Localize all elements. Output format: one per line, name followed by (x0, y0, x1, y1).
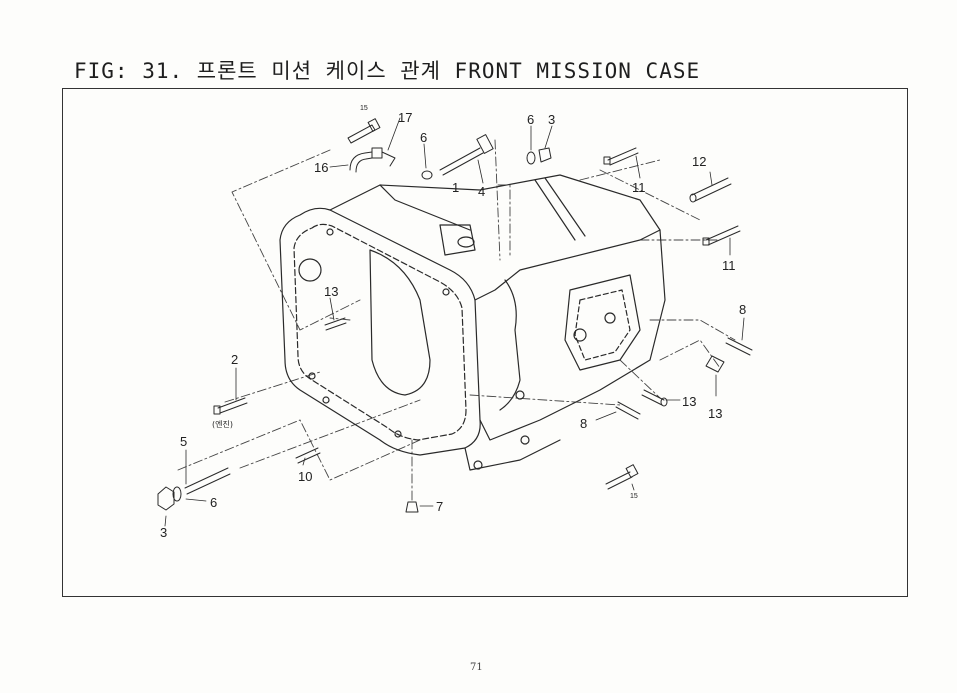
callout-15-top: 15 (360, 105, 368, 112)
callout-3-top: 3 (548, 112, 555, 127)
figure-title: FIG: 31. 프론트 미션 케이스 관계 FRONT MISSION CAS… (74, 59, 701, 83)
nut-3-top (538, 147, 552, 163)
callout-13-left: 13 (324, 284, 338, 299)
callout-15-lower: 15 (630, 493, 638, 500)
washer-6-right (526, 151, 536, 165)
callout-5: 5 (180, 434, 187, 449)
callout-2: 2 (231, 352, 238, 367)
parts (157, 118, 753, 513)
breather-12 (689, 177, 732, 203)
leader-lines (164, 117, 745, 527)
callout-1: 1 (452, 180, 459, 195)
bolt-5 (184, 467, 231, 495)
callout-16: 16 (314, 160, 328, 175)
callout-11-lower: 11 (722, 258, 736, 273)
callout-4: 4 (478, 184, 485, 199)
assembly-lines (177, 139, 736, 501)
plug-7 (405, 501, 419, 513)
callout-8-lower: 8 (580, 416, 587, 431)
callout-7: 7 (436, 499, 443, 514)
callout-17: 17 (398, 110, 412, 125)
callout-10: 10 (298, 469, 312, 484)
bolt-4 (439, 134, 494, 176)
callout-11-upper: 11 (632, 180, 646, 195)
callout-6-right: 6 (527, 112, 534, 127)
bolt-15-top (347, 118, 381, 144)
pipe-16 (349, 151, 373, 173)
callout-12: 12 (692, 154, 706, 169)
callout-6-left: 6 (210, 495, 217, 510)
pin-13-mid (641, 389, 668, 407)
callout-labels: 15 17 16 6 1 4 6 3 11 12 11 13 2 8 13 13… (160, 105, 746, 540)
front-mission-case (279, 174, 666, 471)
callout-13-mid: 13 (682, 394, 696, 409)
pin-13-right (705, 355, 725, 373)
bolt-15-lower (605, 464, 639, 490)
engine-note: (엔진) (212, 419, 233, 429)
stud-2 (213, 397, 248, 415)
figure-frame (62, 88, 908, 597)
stud-8-upper (725, 337, 753, 356)
callout-3-left: 3 (160, 525, 167, 540)
callout-8-upper: 8 (739, 302, 746, 317)
pin-13-left (324, 317, 347, 331)
stud-11-lower (702, 225, 741, 246)
stud-10 (295, 447, 321, 464)
nut-3-left (157, 486, 175, 511)
callout-13-right: 13 (708, 406, 722, 421)
washer-6-top (421, 170, 433, 180)
stud-11-upper (603, 147, 639, 166)
fitting-17 (371, 147, 396, 167)
stud-8-lower (615, 401, 641, 420)
callout-6-top: 6 (420, 130, 427, 145)
washer-6-left (172, 486, 182, 502)
page-number: 71 (470, 662, 483, 673)
